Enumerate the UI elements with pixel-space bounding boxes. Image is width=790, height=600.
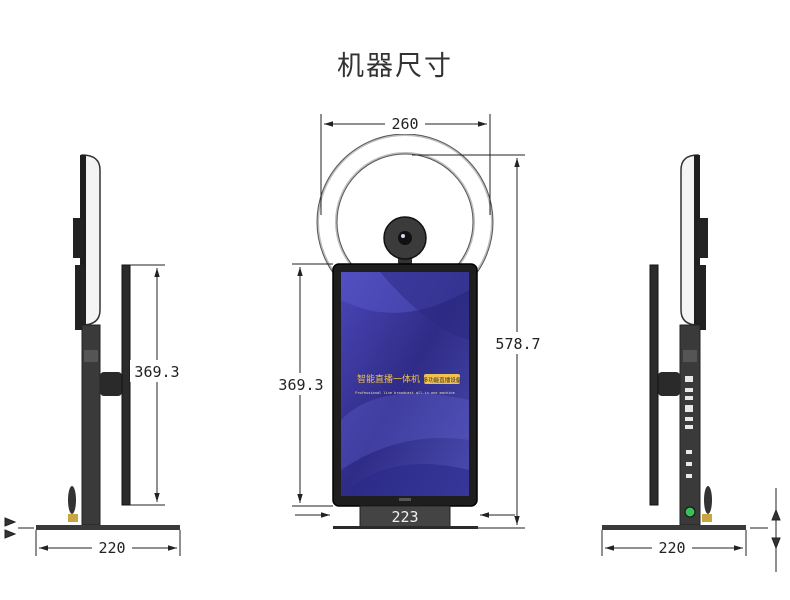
right-screen-edge (649, 264, 659, 506)
left-screen-edge (121, 264, 131, 506)
page-title: 机器尺寸 (337, 51, 453, 82)
front-total-height-label: 578.7 (495, 335, 540, 353)
right-foot-knob (704, 486, 712, 514)
right-ring-bracket (696, 265, 706, 330)
right-speaker-grille (683, 350, 697, 362)
right-camera-mount (698, 218, 708, 258)
left-ring-bracket (75, 265, 85, 330)
left-side-view: 369.3 220 (4, 154, 184, 558)
screen-badge-bg (424, 374, 460, 384)
left-ring-light (81, 154, 101, 326)
right-foot-pin (702, 514, 712, 522)
screen-subtitle: Professional live broadcast all-in-one m… (355, 391, 455, 395)
power-button-icon[interactable] (684, 506, 696, 518)
right-io-ports (685, 376, 693, 478)
right-mount-arm (658, 372, 680, 396)
front-base-plate (333, 526, 478, 529)
camera-lens-icon (398, 231, 412, 245)
left-foot-knob (68, 486, 76, 514)
right-base (602, 525, 746, 530)
front-base-width-label: 223 (391, 508, 418, 526)
left-ground-symbol (4, 517, 34, 539)
screen-headline: 智能直播一体机 (357, 373, 420, 385)
right-base-width-label: 220 (658, 539, 685, 557)
right-side-view: 220 (601, 154, 781, 572)
left-screen-height-label: 369.3 (134, 363, 179, 381)
left-base (36, 525, 180, 530)
left-camera-mount (73, 218, 83, 258)
left-foot-pin (68, 514, 78, 522)
left-base-width-label: 220 (98, 539, 125, 557)
front-view: 智能直播一体机 多功能直播设备 Professional live broadc… (274, 114, 544, 529)
front-screen-height-label: 369.3 (278, 376, 323, 394)
screen-badge: 多功能直播设备 (423, 376, 462, 384)
right-ring-light (680, 154, 699, 326)
front-width-label: 260 (391, 115, 418, 133)
right-ground-symbol (750, 488, 781, 572)
left-speaker-grille (84, 350, 98, 362)
left-mount-arm (100, 372, 122, 396)
right-ring-back (694, 155, 700, 325)
